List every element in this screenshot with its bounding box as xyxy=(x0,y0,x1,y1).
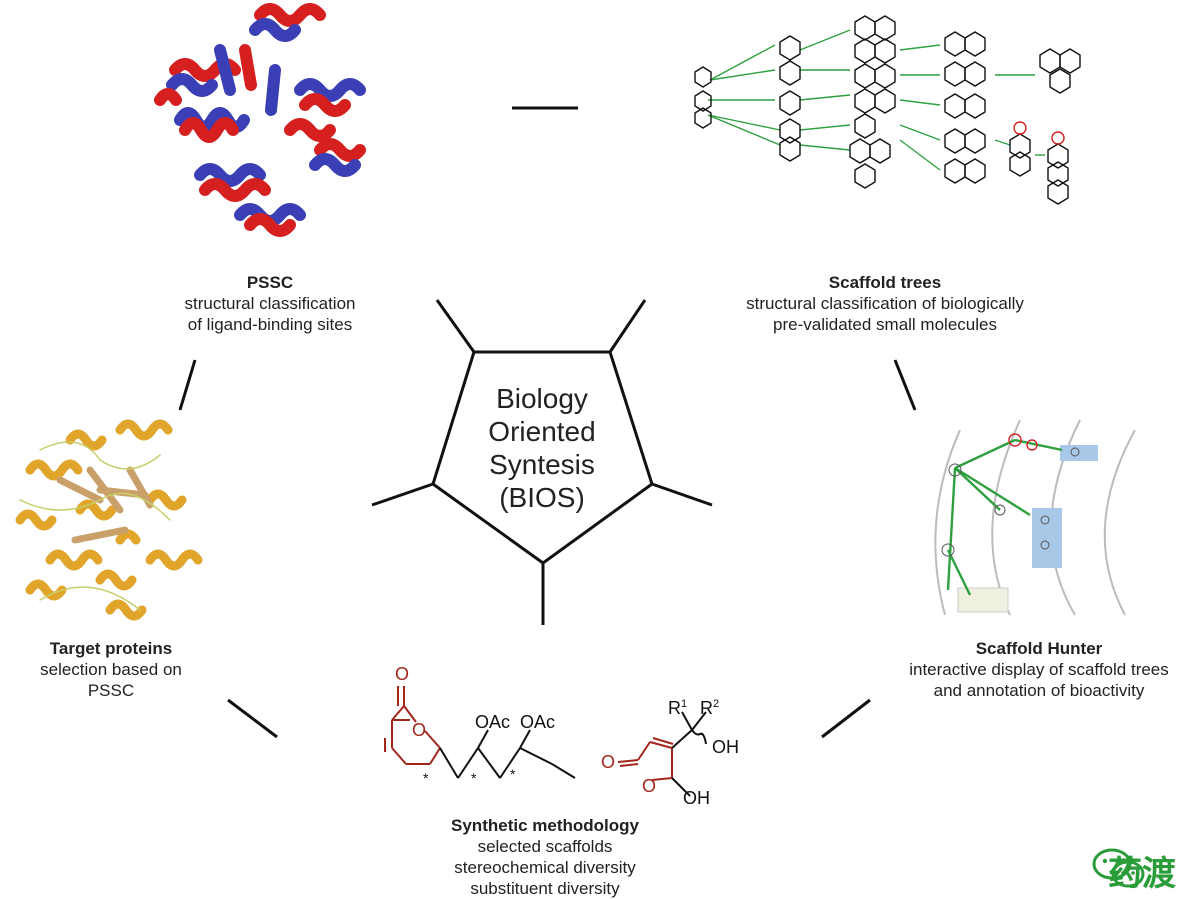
mol1-oac-1: OAc xyxy=(475,712,511,732)
target-proteins-line-2: PSSC xyxy=(87,681,135,700)
mol2-oh-1: OH xyxy=(712,737,739,757)
bios-line-4: (BIOS) xyxy=(499,482,585,513)
scaffold-hunter-line-2: and annotation of bioactivity xyxy=(933,681,1145,700)
connector-left-lower xyxy=(227,698,278,739)
connector-left-upper xyxy=(178,359,197,411)
connector-right-upper xyxy=(893,359,917,411)
scaffold-hunter-title: Scaffold Hunter xyxy=(975,639,1103,658)
connector-right-lower xyxy=(821,698,871,739)
mol2-r2-sup: 2 xyxy=(713,698,720,710)
mol2-r1-sup: 1 xyxy=(681,698,688,710)
bios-pentagon xyxy=(431,350,654,565)
bios-line-2: Oriented xyxy=(488,416,596,447)
wechat-logo-icon xyxy=(1092,848,1145,888)
mol2-ring-o: O xyxy=(642,776,657,796)
pssc-caption: PSSC structural classification of ligand… xyxy=(150,272,390,335)
pssc-title: PSSC xyxy=(246,273,294,292)
synthetic-caption: Synthetic methodology selected scaffolds… xyxy=(400,815,690,899)
pssc-line-1: structural classification xyxy=(184,294,356,313)
mol2-r2-letter: R xyxy=(700,698,713,718)
synthetic-title: Synthetic methodology xyxy=(451,816,639,835)
synthetic-line-1: selected scaffolds xyxy=(477,837,613,856)
spoke-right xyxy=(651,482,713,507)
spoke-top-left xyxy=(435,299,476,353)
bios-line-3: Syntesis xyxy=(489,449,595,480)
pssc-protein-image xyxy=(154,3,366,237)
mol1-oac-2: OAc xyxy=(520,712,556,732)
scaffold-trees-line-2: pre-validated small molecules xyxy=(773,315,997,334)
watermark-text: 药渡 xyxy=(1108,854,1176,894)
synthetic-line-3: substituent diversity xyxy=(470,879,620,898)
bios-title: Biology Oriented Syntesis (BIOS) xyxy=(452,382,632,514)
scaffold-trees-line-1: structural classification of biologicall… xyxy=(746,294,1024,313)
scaffold-tree-image xyxy=(694,15,1081,205)
target-proteins-caption: Target proteins selection based on PSSC xyxy=(0,638,222,701)
mol1-star-3: * xyxy=(510,766,516,782)
synthetic-line-2: stereochemical diversity xyxy=(454,858,636,877)
mol2-r1: R1 xyxy=(668,698,687,719)
mol1-star-2: * xyxy=(471,770,477,786)
mol2-r2: R2 xyxy=(700,698,719,719)
spoke-top-right xyxy=(608,299,647,353)
bios-line-1: Biology xyxy=(496,383,588,414)
molecule-2 xyxy=(617,711,707,797)
target-protein-image xyxy=(15,419,203,621)
mol1-ring-o: O xyxy=(412,720,427,740)
mol2-r1-letter: R xyxy=(668,698,681,718)
mol1-star-1: * xyxy=(423,770,429,786)
spoke-left xyxy=(371,482,434,507)
target-proteins-line-1: selection based on xyxy=(40,660,182,679)
scaffold-trees-title: Scaffold trees xyxy=(828,273,942,292)
scaffold-trees-caption: Scaffold trees structural classification… xyxy=(715,272,1055,335)
molecule-1 xyxy=(384,686,576,779)
scaffold-hunter-caption: Scaffold Hunter interactive display of s… xyxy=(880,638,1198,701)
scaffold-hunter-image xyxy=(934,419,1136,616)
pssc-line-2: of ligand-binding sites xyxy=(187,315,353,334)
mol2-keto-o: O xyxy=(601,752,616,772)
mol2-oh-2: OH xyxy=(683,788,710,808)
mol1-keto-o: O xyxy=(395,664,410,684)
scaffold-hunter-line-1: interactive display of scaffold trees xyxy=(909,660,1169,679)
target-proteins-title: Target proteins xyxy=(49,639,173,658)
